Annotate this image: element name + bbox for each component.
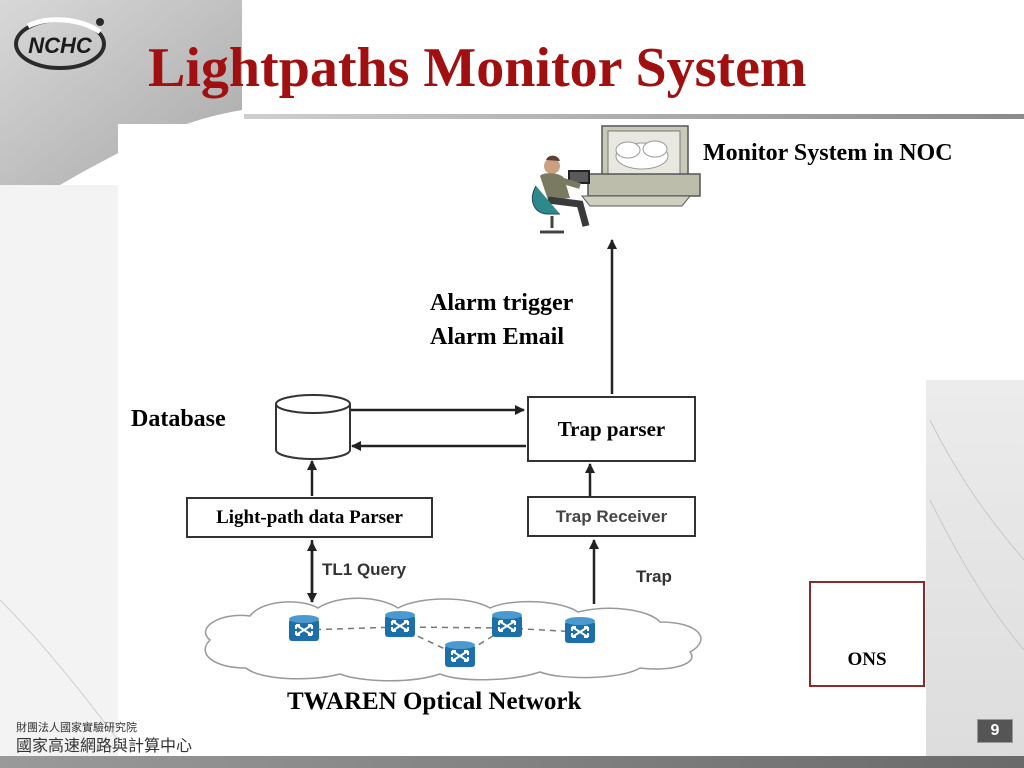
optical-switch-icon bbox=[444, 640, 476, 668]
database-label: Database bbox=[131, 406, 226, 432]
optical-switch-icon bbox=[288, 614, 320, 642]
right-margin-shade bbox=[926, 380, 1024, 768]
ons-box: ONS bbox=[809, 581, 925, 687]
trap-receiver-box: Trap Receiver bbox=[527, 496, 696, 537]
monitor-system-label: Monitor System in NOC bbox=[703, 140, 953, 166]
left-margin-shade bbox=[0, 185, 118, 768]
network-label: TWAREN Optical Network bbox=[287, 688, 582, 715]
svg-text:NCHC: NCHC bbox=[28, 33, 93, 58]
optical-switch-icon bbox=[564, 616, 596, 644]
page-title: Lightpaths Monitor System bbox=[148, 37, 807, 99]
page-number: 9 bbox=[977, 719, 1013, 743]
corner-swoosh bbox=[0, 0, 242, 185]
cloud-icon bbox=[204, 597, 702, 682]
ons-label: ONS bbox=[847, 649, 887, 670]
nchc-logo: NCHC bbox=[14, 17, 106, 70]
alarm-trigger-label: Alarm trigger bbox=[430, 290, 574, 316]
trap-receiver-label: Trap Receiver bbox=[555, 506, 668, 526]
org-name-large: 國家高速網路與計算中心 bbox=[16, 736, 193, 755]
monitor-workstation-icon bbox=[532, 125, 701, 234]
database-cylinder-icon bbox=[275, 394, 351, 460]
trap-parser-label: Trap parser bbox=[557, 416, 666, 441]
org-name-small: 財團法人國家實驗研究院 bbox=[16, 721, 137, 734]
trap-label: Trap bbox=[636, 567, 672, 586]
title-underline bbox=[244, 114, 1024, 119]
lightpath-parser-box: Light-path data Parser bbox=[186, 497, 433, 538]
trap-parser-box: Trap parser bbox=[527, 396, 696, 462]
optical-switch-icon bbox=[491, 610, 523, 638]
lightpath-parser-label: Light-path data Parser bbox=[216, 506, 403, 528]
footer-bar bbox=[0, 756, 1024, 768]
alarm-email-label: Alarm Email bbox=[430, 324, 564, 350]
tl1-query-label: TL1 Query bbox=[322, 560, 407, 579]
optical-switch-icon bbox=[384, 610, 416, 638]
